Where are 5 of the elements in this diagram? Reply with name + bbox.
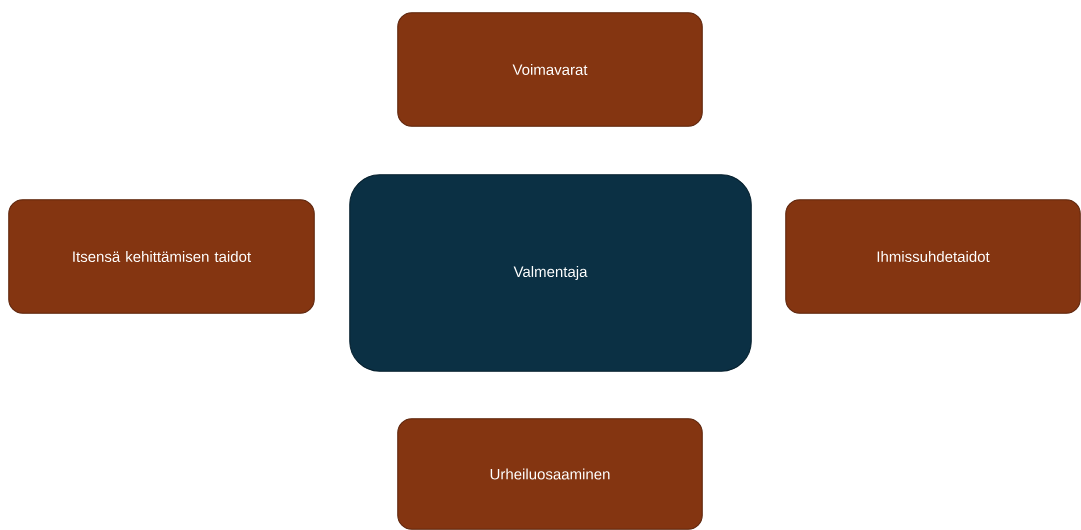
process-box: Urheiluosaaminen [397, 418, 703, 530]
process-box: Voimavarat [397, 12, 703, 127]
process-box: Ihmissuhdetaidot [785, 199, 1081, 314]
process-box: Valmentaja [349, 174, 752, 372]
process-box: Itsensä kehittämisen taidot [8, 199, 315, 314]
